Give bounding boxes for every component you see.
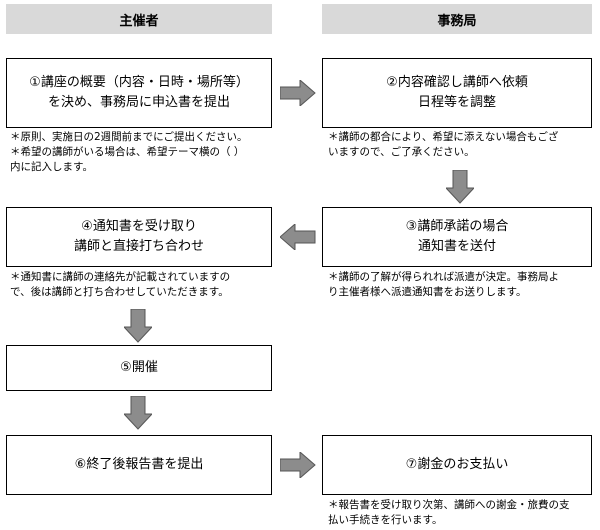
step-1-line2: を決め、事務局に申込書を提出 [47,95,230,110]
arrow-right-icon [280,80,316,106]
step-7-note-line: 払い手続きを行います。 [328,514,443,526]
step-7-line1: ⑦謝金のお支払い [405,457,509,472]
step-1-box: ①講座の概要（内容・日時・場所等） を決め、事務局に申込書を提出 [6,58,272,128]
arrow-down-icon [124,309,152,343]
step-2-line2: 日程等を調整 [417,95,496,110]
arrow-down-icon [446,170,474,204]
step-6-box: ⑥終了後報告書を提出 [6,435,272,495]
step-3-note-line: ＊講師の了解が得られれば派遣が決定。事務局よ [328,271,559,283]
step-1-line1: ①講座の概要（内容・日時・場所等） [29,75,249,90]
step-6-line1: ⑥終了後報告書を提出 [74,457,204,472]
step-2-line1: ②内容確認し講師へ依頼 [386,75,528,90]
step-7-note: ＊報告書を受け取り次第、講師への謝金・旅費の支 払い手続きを行います。 [328,498,570,528]
step-3-line2: 通知書を送付 [417,239,496,254]
step-7-note-line: ＊報告書を受け取り次第、講師への謝金・旅費の支 [328,499,570,511]
step-4-note-line: ＊通知書に講師の連絡先が記載されていますの [10,271,231,283]
step-2-box: ②内容確認し講師へ依頼 日程等を調整 [322,58,592,128]
step-4-box: ④通知書を受け取り 講師と直接打ち合わせ [6,207,272,267]
step-4-note: ＊通知書に講師の連絡先が記載されていますの で、後は講師と打ち合わせしていただき… [10,270,230,300]
step-2-note-line: いますので、ご了承ください。 [328,146,475,158]
step-5-box: ⑤開催 [6,345,272,391]
arrow-right-icon [280,452,316,478]
step-5-line1: ⑤開催 [120,360,158,375]
step-7-box: ⑦謝金のお支払い [322,435,592,495]
step-1-note-line: 内に記入します。 [10,161,93,173]
step-2-note: ＊講師の都合により、希望に添えない場合もござ いますので、ご了承ください。 [328,130,558,160]
step-4-line1: ④通知書を受け取り [81,219,197,234]
step-3-box: ③講師承諾の場合 通知書を送付 [322,207,592,267]
step-1-note: ＊原則、実施日の2週間前までにご提出ください。 ＊希望の講師がいる場合は、希望テ… [10,130,247,175]
header-organizer: 主催者 [6,4,272,34]
step-2-note-line: ＊講師の都合により、希望に添えない場合もござ [328,131,559,143]
arrow-left-icon [280,224,316,250]
step-3-note: ＊講師の了解が得られれば派遣が決定。事務局よ り主催者様へ派遣通知書をお送りしま… [328,270,559,300]
step-1-note-line: ＊希望の講師がいる場合は、希望テーマ横の（ ） [10,146,245,158]
step-3-note-line: り主催者様へ派遣通知書をお送りします。 [328,286,527,298]
arrow-down-icon [124,396,152,430]
step-4-line2: 講師と直接打ち合わせ [73,239,204,254]
header-office: 事務局 [322,4,592,34]
step-3-line1: ③講師承諾の場合 [405,219,509,234]
step-1-note-line: ＊原則、実施日の2週間前までにご提出ください。 [10,131,248,143]
step-4-note-line: で、後は講師と打ち合わせしていただきます。 [10,286,229,298]
